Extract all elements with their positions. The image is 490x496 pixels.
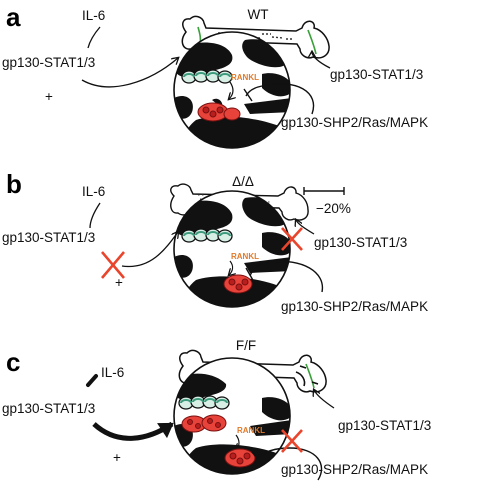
panel-letter-b: b: [6, 169, 22, 199]
il6-connector-c: [86, 374, 98, 387]
panel-b: b Δ/Δ −20% RANKL: [2, 169, 428, 314]
bone-pathway-arrow-c: [314, 390, 335, 409]
pathway-osteoclast-label-b: gp130-SHP2/Ras/MAPK: [281, 299, 428, 314]
pathway-osteoblast-label-c: gp130-STAT1/3: [2, 401, 95, 416]
osteoclast-cluster-c: [181, 414, 227, 433]
pathway-osteoblast-label-a: gp130-STAT1/3: [2, 55, 95, 70]
osteoclast-a: [197, 102, 241, 122]
bone-pathway-arrow-b: [296, 220, 315, 235]
blocked-cross-b: [101, 251, 125, 279]
genotype-label-c: F/F: [236, 338, 256, 353]
cytokine-label-c: IL-6: [101, 365, 124, 380]
rankl-label-c: RANKL: [237, 426, 265, 435]
bone-inset-b: RANKL: [173, 190, 291, 308]
inhibition-line-c: [251, 447, 323, 481]
osteoclast-b: [223, 274, 253, 294]
plus-sign-c: +: [113, 450, 121, 465]
bone-length-bar-b: [303, 187, 345, 195]
pathway-osteoclast-label-a: gp130-SHP2/Ras/MAPK: [281, 115, 428, 130]
inhibition-line-a: [243, 83, 315, 115]
rankl-label-b: RANKL: [231, 252, 259, 261]
blocked-cross-c: [281, 429, 303, 453]
bone-inset-c: RANKL: [173, 357, 291, 475]
panel-c: c F/F: [2, 338, 431, 481]
il6-connector-b: [89, 202, 101, 229]
osteoblasts-b: [181, 228, 233, 243]
il6-connector-a: [87, 26, 101, 49]
panel-letter-c: c: [6, 347, 20, 377]
osteoclast-c: [224, 448, 256, 468]
panel-letter-a: a: [6, 2, 21, 32]
osteoblasts-a: [181, 69, 233, 84]
pathway-osteoblast-label-b: gp130-STAT1/3: [2, 230, 95, 245]
blocked-cross-bone-b: [281, 227, 303, 251]
stimulation-arrow-a: [81, 58, 178, 88]
pathway-osteoclast-label-c: gp130-SHP2/Ras/MAPK: [281, 462, 428, 477]
genotype-label-b: Δ/Δ: [232, 174, 254, 189]
panel-a: a WT: [2, 2, 428, 149]
bone-inset-a: RANKL: [173, 31, 291, 149]
cytokine-label-b: IL-6: [82, 184, 105, 199]
stimulation-arrow-thick-c: [92, 421, 174, 441]
bone-change-label-b: −20%: [316, 201, 351, 216]
osteoblasts-c: [178, 395, 230, 410]
inhibition-line-b: [245, 260, 324, 293]
pathway-bone-label-a: gp130-STAT1/3: [330, 67, 423, 82]
genotype-label-a: WT: [248, 7, 269, 22]
plus-sign-b: +: [115, 275, 123, 290]
cytokine-label-a: IL-6: [82, 8, 105, 23]
rankl-label-a: RANKL: [231, 73, 259, 82]
pathway-bone-label-c: gp130-STAT1/3: [338, 418, 431, 433]
bone-pathway-arrow-a: [312, 52, 331, 69]
plus-sign-a: +: [45, 89, 53, 104]
stimulation-arrow-b: [121, 232, 178, 268]
pathway-bone-label-b: gp130-STAT1/3: [314, 235, 407, 250]
